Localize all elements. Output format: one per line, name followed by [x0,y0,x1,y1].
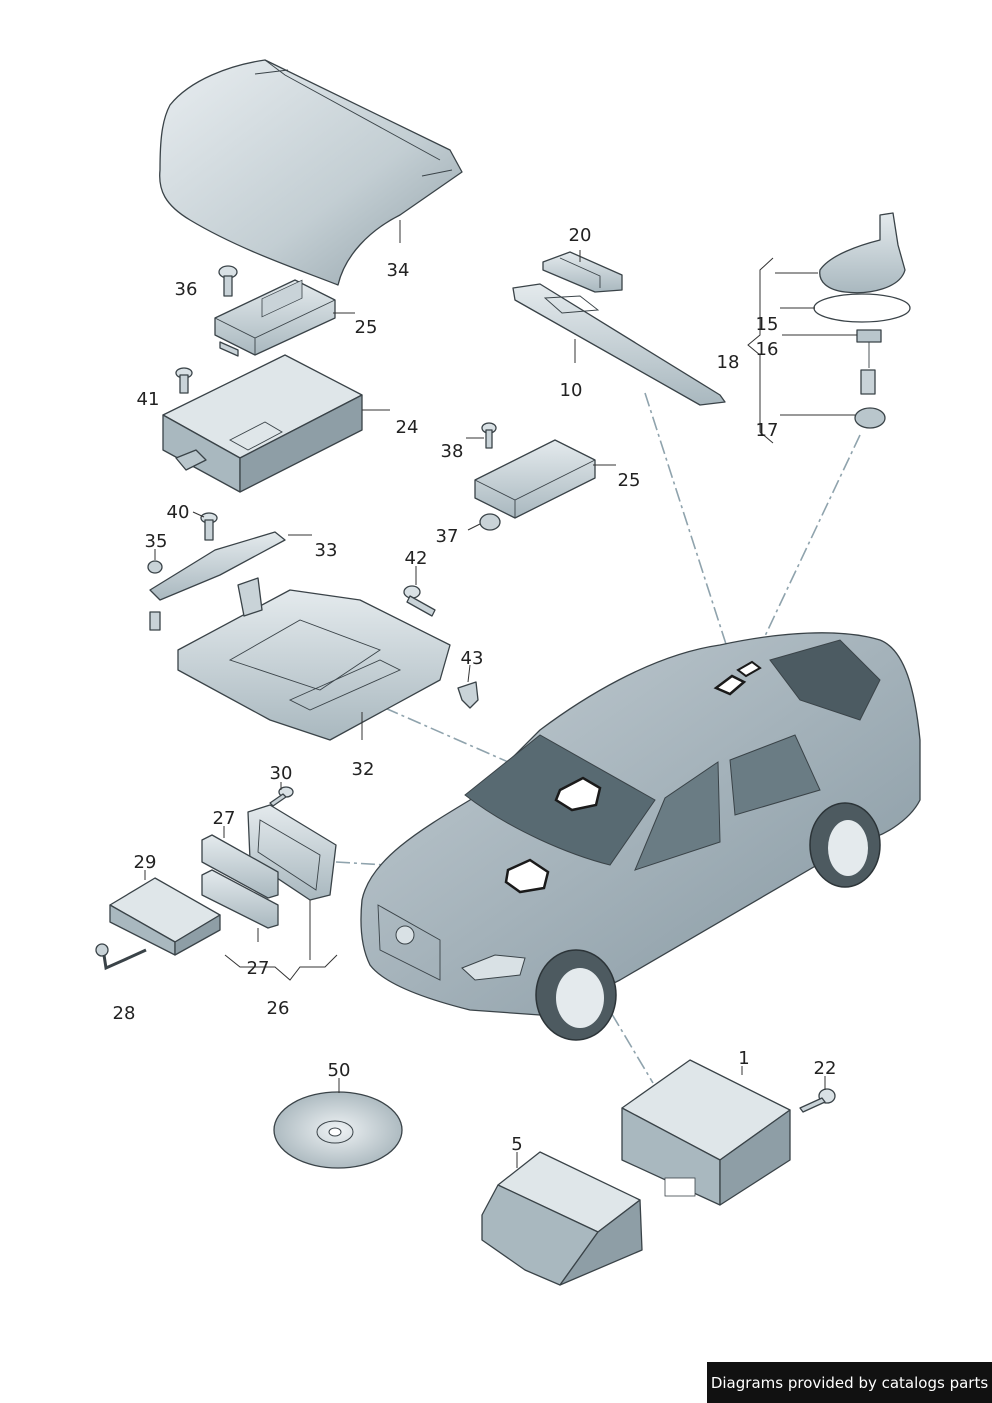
screw-part-36 [218,265,238,297]
bracket-part-33 [147,531,286,631]
callout-25-upper: 25 [355,317,378,338]
callout-27-upper: 27 [213,808,236,829]
callout-42: 42 [405,548,428,569]
callout-10: 10 [560,380,583,401]
callout-32: 32 [352,759,375,780]
callout-25-lower: 25 [618,470,641,491]
callout-50: 50 [328,1060,351,1081]
callout-37: 37 [436,526,459,547]
control-module-part-25-upper [214,279,336,357]
credit-text: Diagrams provided by catalogs parts [710,1373,989,1392]
callout-18: 18 [717,352,740,373]
callout-22: 22 [814,1058,837,1079]
screw-part-30 [269,786,294,807]
bolt-part-40 [200,512,218,541]
callout-34: 34 [387,260,410,281]
callout-35: 35 [145,531,168,552]
screw-part-42 [403,585,436,617]
leader-lines [144,220,857,1168]
screw-part-38 [481,422,497,449]
control-module-part-25-lower [474,439,596,519]
callout-41: 41 [137,389,160,410]
antenna-assembly-part-18 [813,212,911,429]
control-unit-part-1 [621,1059,791,1206]
bracket-part-5 [481,1151,643,1286]
callout-29: 29 [134,852,157,873]
fasteners [175,265,836,1113]
callout-38: 38 [441,441,464,462]
vehicle-illustration [360,632,921,1041]
screw-part-22 [799,1088,836,1113]
disc-part-50 [273,1091,403,1169]
callout-17: 17 [756,420,779,441]
callout-36: 36 [175,279,198,300]
callout-15: 15 [756,314,779,335]
callout-26: 26 [267,998,290,1019]
module-part-24 [162,354,363,493]
callout-30: 30 [270,763,293,784]
callout-28: 28 [113,1003,136,1024]
module-part-20 [542,251,623,293]
clip-part-43 [457,681,479,709]
callout-labels: 1 5 10 15 16 17 18 20 22 24 25 25 26 27 … [113,225,837,1155]
callout-20: 20 [569,225,592,246]
callout-40: 40 [167,502,190,523]
credit-badge: Diagrams provided by catalogs parts [707,1362,992,1403]
callout-1: 1 [738,1048,749,1069]
bracket-part-10 [512,283,726,406]
mounting-tray-part-32 [177,577,451,741]
callout-5: 5 [511,1134,522,1155]
cover-part-34 [159,59,463,286]
bolt-part-41 [175,367,193,394]
cable-part-28 [95,943,147,971]
callout-24: 24 [396,417,419,438]
callout-16: 16 [756,339,779,360]
nut-part-37 [479,513,501,531]
callout-43: 43 [461,648,484,669]
frame-part-27 [201,834,279,929]
callout-33: 33 [315,540,338,561]
unit-part-29 [109,877,221,956]
callout-27-lower: 27 [247,958,270,979]
